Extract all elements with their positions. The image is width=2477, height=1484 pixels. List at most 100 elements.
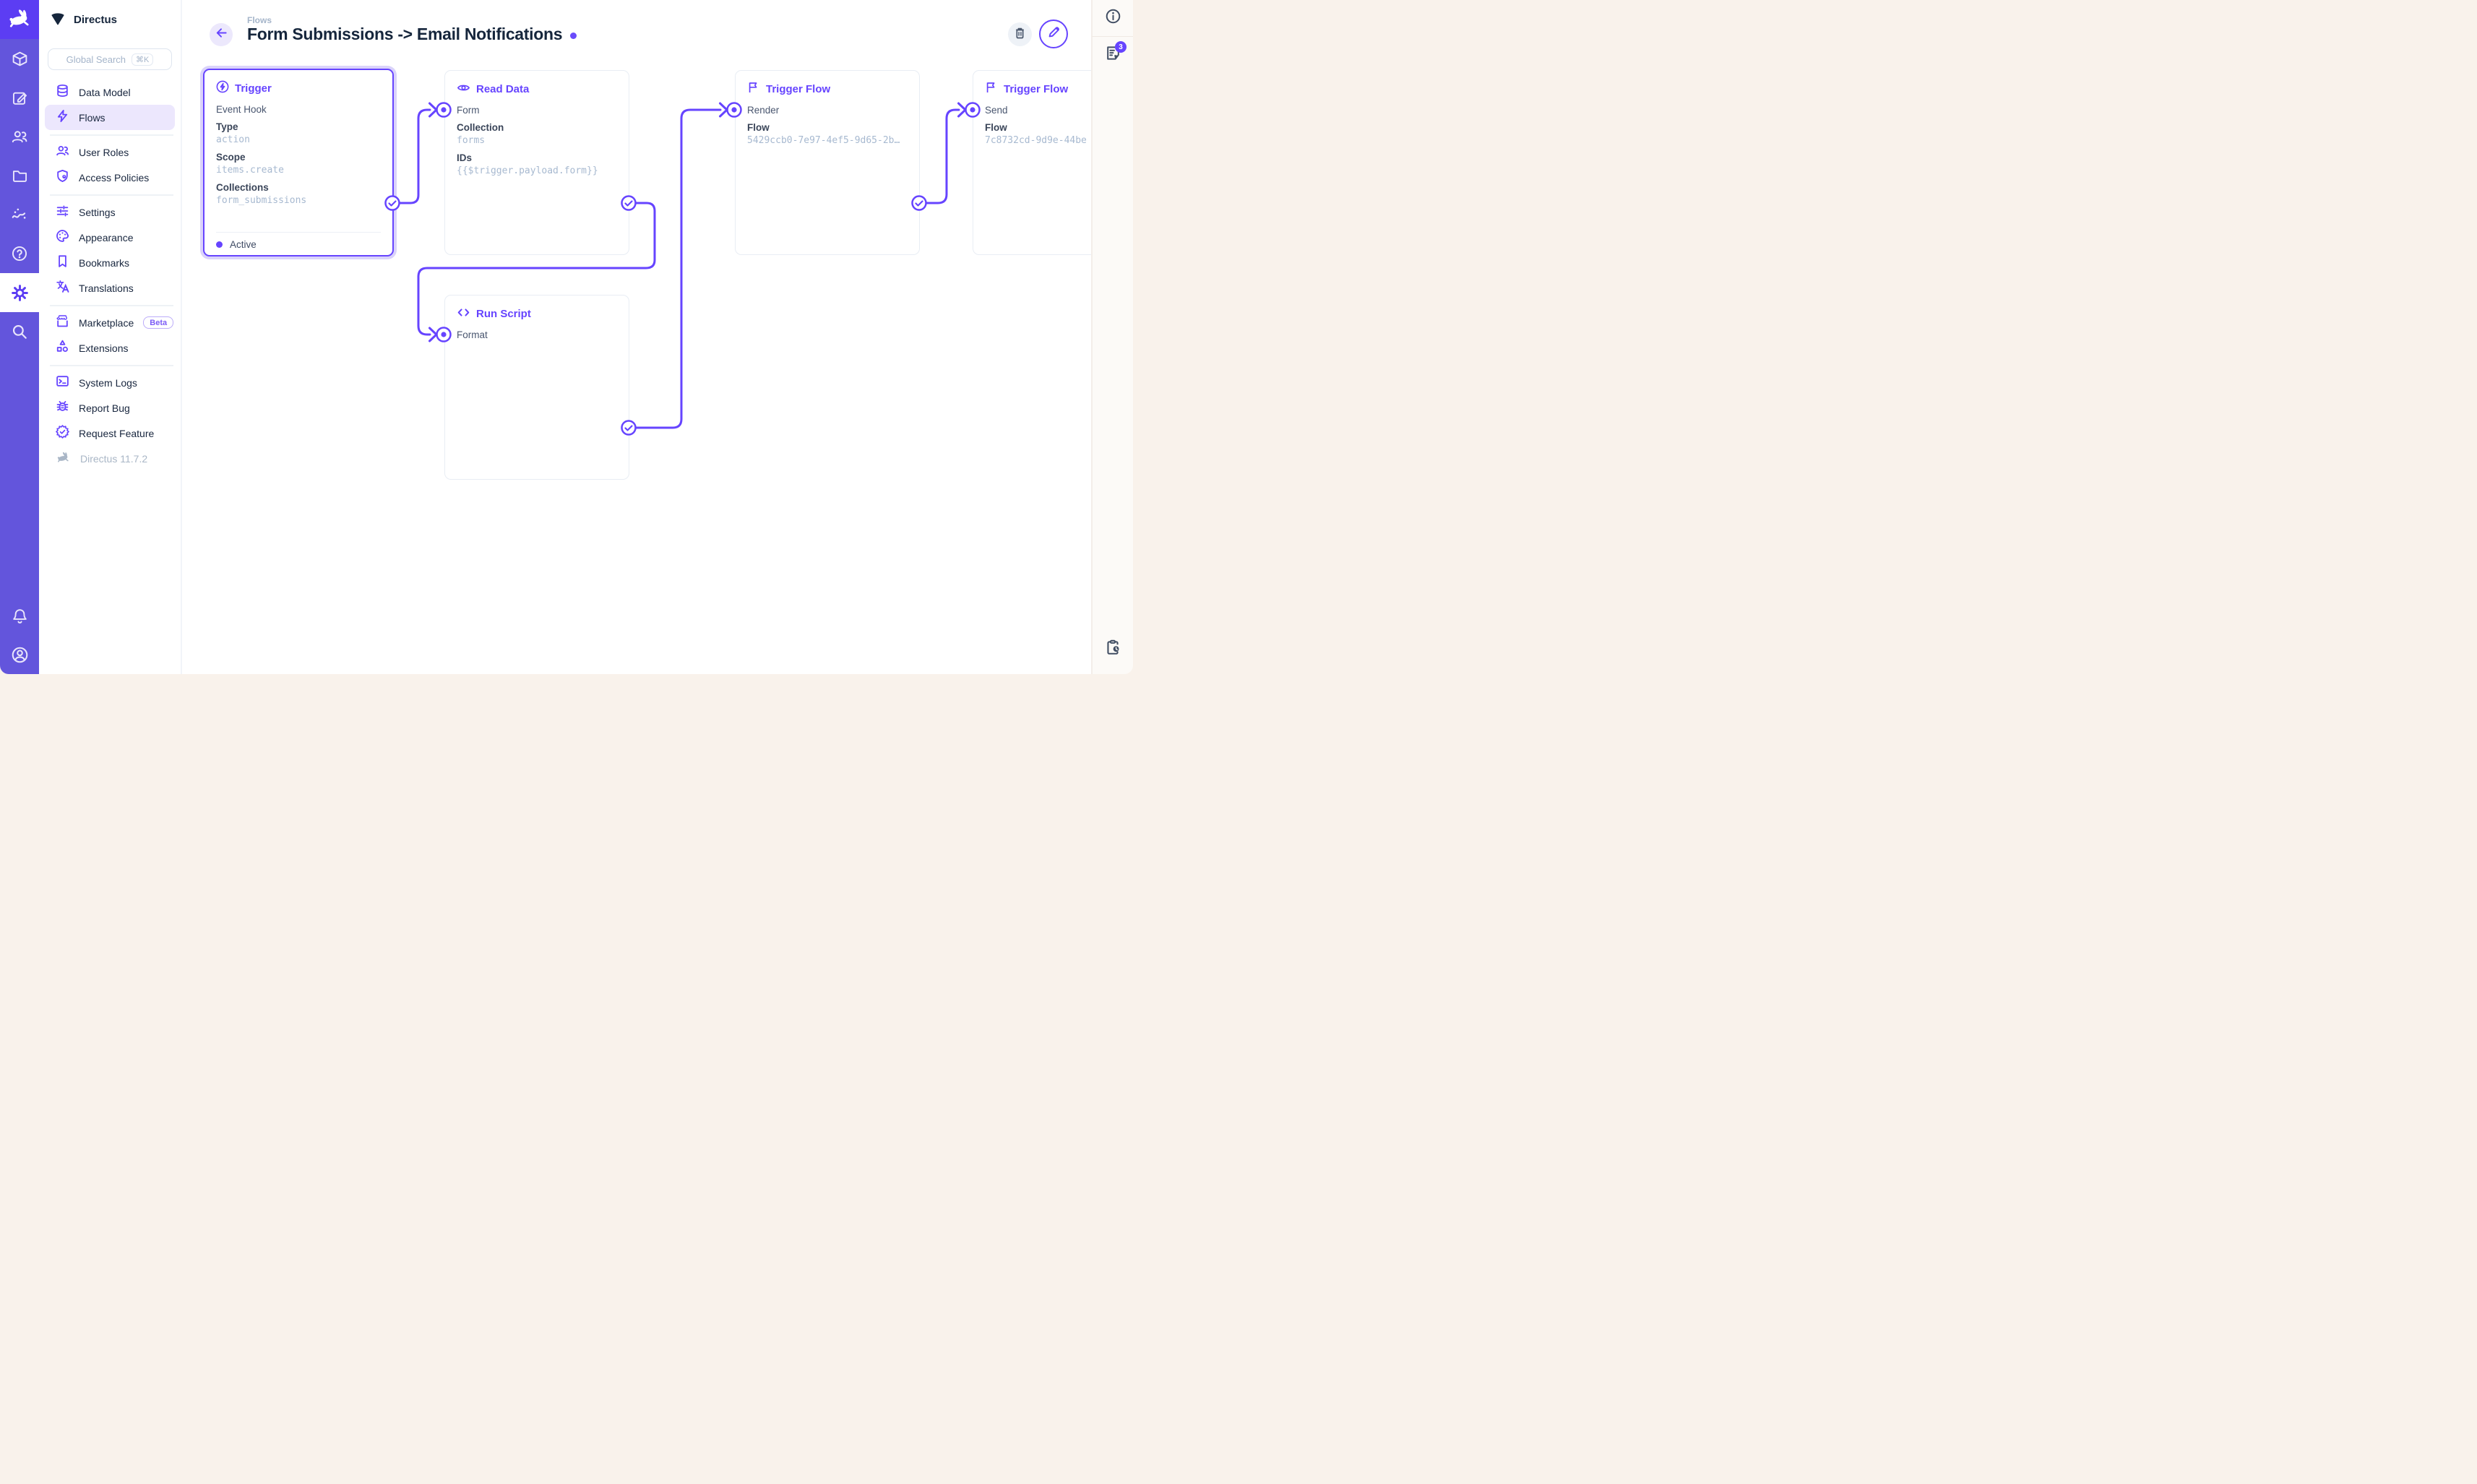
edge-render-to-send (925, 108, 960, 204)
user-roles-icon (56, 144, 69, 161)
sidebar-item-data-model[interactable]: Data Model (45, 79, 175, 105)
flow-node-trigger-flow-render[interactable]: Trigger Flow Render Flow 5429ccb0-7e97-4… (735, 70, 920, 255)
palette-icon (56, 229, 69, 246)
global-search-input[interactable]: Global Search ⌘K (48, 48, 172, 70)
edge-trigger-to-readdata (397, 108, 431, 204)
tune-icon (56, 204, 69, 221)
project-header[interactable]: Directus (39, 0, 181, 39)
version-label: Directus 11.7.2 (80, 452, 148, 465)
nav-divider (39, 361, 181, 370)
sidebar-item-label: Request Feature (79, 427, 155, 439)
shapes-icon (56, 340, 69, 357)
node-input-label: Form (457, 105, 480, 116)
sidebar-item-bookmarks[interactable]: Bookmarks (45, 250, 175, 275)
module-editor-button[interactable] (0, 78, 39, 117)
notices-button[interactable]: 3 (1092, 37, 1133, 73)
trigger-type: Event Hook (216, 104, 267, 115)
sidebar-item-label: Marketplace (79, 316, 134, 329)
user-menu-button[interactable] (0, 635, 39, 674)
sidebar-item-appearance[interactable]: Appearance (45, 225, 175, 250)
sidebar-item-extensions[interactable]: Extensions (45, 335, 175, 361)
nav-divider (39, 130, 181, 139)
module-rail (0, 0, 39, 674)
insights-icon (11, 206, 28, 223)
seal-check-icon (56, 424, 69, 442)
help-icon (11, 245, 28, 262)
sidebar-item-report-bug[interactable]: Report Bug (45, 395, 175, 420)
database-icon (56, 84, 69, 101)
settings-gear-icon (11, 284, 29, 302)
sidebar-item-system-logs[interactable]: System Logs (45, 370, 175, 395)
sidebar-item-label: Extensions (79, 342, 129, 354)
module-settings-button[interactable] (0, 273, 39, 312)
translate-icon (56, 280, 69, 297)
info-button[interactable] (1092, 0, 1133, 36)
node-input-label: Send (985, 105, 1008, 116)
sidebar-item-request-feature[interactable]: Request Feature (45, 420, 175, 446)
search-shortcut: ⌘K (132, 53, 154, 66)
flow-node-trigger[interactable]: Trigger Event Hook Type action Scope ite… (203, 69, 394, 256)
node-title: Trigger (235, 82, 272, 95)
arrow-left-icon (215, 26, 228, 43)
sidebar-item-label: Bookmarks (79, 256, 130, 269)
module-files-button[interactable] (0, 156, 39, 195)
version-row: Directus 11.7.2 (45, 446, 175, 471)
people-icon (11, 128, 28, 145)
right-sidebar: 3 (1091, 0, 1133, 674)
page-title: Form Submissions -> Email Notifications (247, 25, 563, 43)
bell-icon (12, 608, 28, 624)
status-dot (570, 32, 577, 39)
sidebar-item-label: Report Bug (79, 402, 130, 414)
page-title-row: Form Submissions -> Email Notifications (247, 25, 577, 44)
sidebar-item-label: Appearance (79, 231, 134, 243)
eye-icon (457, 81, 470, 98)
bug-icon (56, 400, 69, 417)
info-icon (1105, 8, 1121, 28)
flow-canvas-area: Flows Form Submissions -> Email Notifica… (182, 0, 1091, 674)
sidebar-item-settings[interactable]: Settings (45, 199, 175, 225)
bolt-icon (56, 109, 69, 126)
flow-node-run-script[interactable]: Run Script Format (444, 295, 629, 480)
right-rail-divider (1092, 36, 1133, 37)
sidebar-item-access-policies[interactable]: Access Policies (45, 165, 175, 190)
module-content-button[interactable] (0, 39, 39, 78)
node-input-label: Render (747, 105, 780, 116)
module-insights-button[interactable] (0, 195, 39, 234)
trigger-status: Active (216, 232, 381, 250)
nav-divider (39, 301, 181, 310)
sidebar-item-marketplace[interactable]: Marketplace Beta (45, 310, 175, 335)
sidebar-item-label: Translations (79, 282, 134, 294)
edit-square-icon (12, 90, 28, 106)
sidebar-item-label: Data Model (79, 86, 131, 98)
notifications-button[interactable] (0, 596, 39, 635)
delete-flow-button[interactable] (1008, 22, 1032, 46)
directus-logo-tile[interactable] (0, 0, 39, 39)
flow-node-trigger-flow-send[interactable]: Trigger Flow Send Flow 7c8732cd-9d9e-44b… (973, 70, 1091, 255)
flag-icon (985, 81, 998, 97)
nav-divider (39, 190, 181, 199)
module-users-button[interactable] (0, 117, 39, 156)
back-button[interactable] (210, 23, 233, 46)
sidebar-item-label: Access Policies (79, 171, 150, 184)
clipboard-clock-icon (1104, 639, 1121, 660)
search-icon (11, 323, 28, 340)
node-title: Read Data (476, 82, 530, 95)
module-help-button[interactable] (0, 234, 39, 273)
sidebar-item-user-roles[interactable]: User Roles (45, 139, 175, 165)
node-title: Trigger Flow (1004, 82, 1069, 95)
sidebar-item-flows[interactable]: Flows (45, 105, 175, 130)
breadcrumb[interactable]: Flows (247, 15, 272, 25)
clipboard-history-button[interactable] (1092, 631, 1133, 667)
trash-icon (1014, 27, 1026, 43)
folder-icon (12, 168, 28, 184)
terminal-icon (56, 374, 69, 392)
edge-runscript-to-render (634, 108, 722, 429)
box-icon (12, 51, 28, 67)
sidebar-item-label: System Logs (79, 376, 137, 389)
flow-node-read-data[interactable]: Read Data Form Collection forms IDs {{$t… (444, 70, 629, 255)
module-search-button[interactable] (0, 312, 39, 351)
nav-sidebar: Directus Global Search ⌘K Data Model Flo… (39, 0, 182, 674)
sidebar-item-translations[interactable]: Translations (45, 275, 175, 301)
edit-flow-button[interactable] (1039, 20, 1068, 48)
project-logo-icon (50, 11, 66, 29)
